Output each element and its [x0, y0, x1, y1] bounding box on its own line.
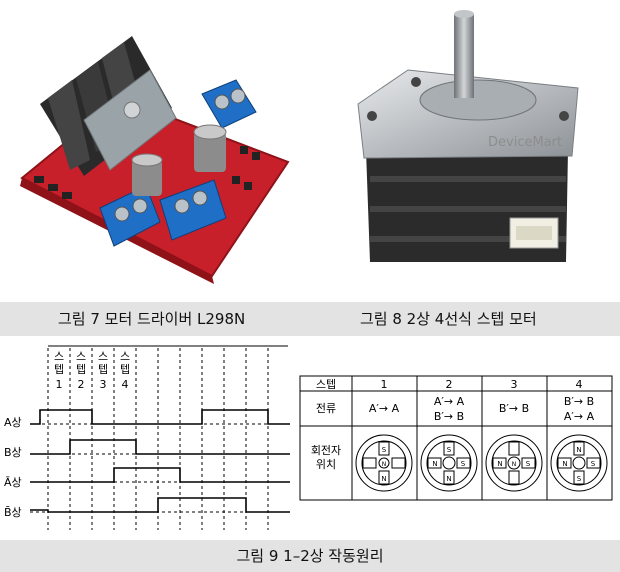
heatsink	[40, 36, 177, 176]
step-header-2-label-b: 텝	[76, 363, 86, 376]
rotor-letter: N	[512, 461, 517, 468]
step-header-2-label-a: 스	[76, 350, 86, 363]
timing-diagram: 스 텝 1 스 텝 2 스 텝 3 스 텝 4 A상 B상 Ā상 B̄상	[0, 340, 300, 540]
rotor-diagram-step-3: N S N	[485, 434, 543, 492]
pole-letter: S	[526, 460, 531, 468]
current-step-2-line-2: B′→ B	[434, 410, 464, 423]
row-label-current: 전류	[316, 402, 336, 415]
step-position-table-svg: 스텝 1 2 3 4 전류 회전자 위치 A′→ A A′→ A B′→ B B…	[299, 375, 613, 501]
table-header-3: 3	[511, 378, 518, 391]
terminal-block-right	[201, 79, 257, 129]
row-label-position-1: 회전자	[311, 444, 341, 457]
step-header-3-label-a: 스	[98, 350, 108, 363]
pole-letter: N	[446, 475, 451, 483]
pole-letter: N	[432, 460, 437, 468]
timing-diagram-svg: 스 텝 1 스 텝 2 스 텝 3 스 텝 4 A상 B상 Ā상 B̄상	[4, 345, 290, 530]
current-step-4-line-1: B′→ B	[564, 395, 594, 408]
rotor-diagram-step-1: S N N	[355, 434, 413, 492]
table-header-2: 2	[446, 378, 453, 391]
terminal-block-front	[99, 179, 227, 247]
header-pins	[34, 146, 260, 199]
rotor-diagram-step-2: S N N S	[420, 434, 478, 492]
table-header-4: 4	[576, 378, 583, 391]
step-header-1-label-b: 텝	[54, 363, 64, 376]
motor-driver-photo	[0, 0, 310, 300]
rotor-diagram-step-4: N S N S	[550, 434, 608, 492]
rotor-letter: N	[382, 461, 387, 468]
step-header-3-num: 3	[100, 378, 107, 391]
step-header-1-label-a: 스	[54, 350, 64, 363]
signal-label-a-bar: Ā상	[4, 476, 22, 489]
figure-8-caption: 그림 8 2상 4선식 스텝 모터	[360, 310, 537, 328]
pole-letter: N	[562, 460, 567, 468]
step-position-table: 스텝 1 2 3 4 전류 회전자 위치 A′→ A A′→ A B′→ B B…	[298, 374, 616, 504]
top-caption-bar	[0, 302, 620, 336]
capacitors	[131, 124, 227, 196]
current-step-3: B′→ B	[499, 402, 529, 415]
stepper-motor-photo: DeviceMart	[310, 0, 620, 300]
motor-driver-illustration	[20, 36, 290, 284]
waveform-b-bar	[30, 497, 290, 513]
stepper-motor-illustration: DeviceMart	[357, 10, 579, 262]
table-header-1: 1	[381, 378, 388, 391]
step-header-3-label-b: 텝	[98, 363, 108, 376]
figure-7-caption: 그림 7 모터 드라이버 L298N	[58, 310, 246, 328]
signal-label-a: A상	[4, 416, 22, 429]
pole-letter: N	[381, 475, 386, 483]
waveform-b	[30, 439, 290, 455]
waveform-a-bar	[30, 467, 290, 483]
pole-letter: N	[497, 460, 502, 468]
waveform-a	[30, 409, 290, 425]
pole-letter: S	[382, 446, 387, 454]
signal-label-b: B상	[4, 446, 22, 459]
row-label-position-2: 위치	[316, 458, 336, 471]
step-header-2-num: 2	[78, 378, 85, 391]
current-step-4-line-2: A′→ A	[564, 410, 595, 423]
pole-letter: N	[576, 446, 581, 454]
watermark: DeviceMart	[488, 135, 562, 150]
step-header-4-num: 4	[122, 378, 129, 391]
step-header-4-label-b: 텝	[120, 363, 130, 376]
step-header-4-label-a: 스	[120, 350, 130, 363]
table-header-step: 스텝	[316, 378, 336, 391]
figure-9-caption: 그림 9 1–2상 작동원리	[236, 547, 384, 565]
step-header-1-num: 1	[56, 378, 63, 391]
pole-letter: S	[591, 460, 596, 468]
pole-letter: S	[577, 475, 582, 483]
pole-letter: S	[447, 446, 452, 454]
current-step-1: A′→ A	[369, 402, 400, 415]
pole-letter: S	[461, 460, 466, 468]
bottom-caption-bar	[0, 540, 620, 572]
current-step-2-line-1: A′→ A	[434, 395, 465, 408]
signal-label-b-bar: B̄상	[4, 506, 22, 519]
